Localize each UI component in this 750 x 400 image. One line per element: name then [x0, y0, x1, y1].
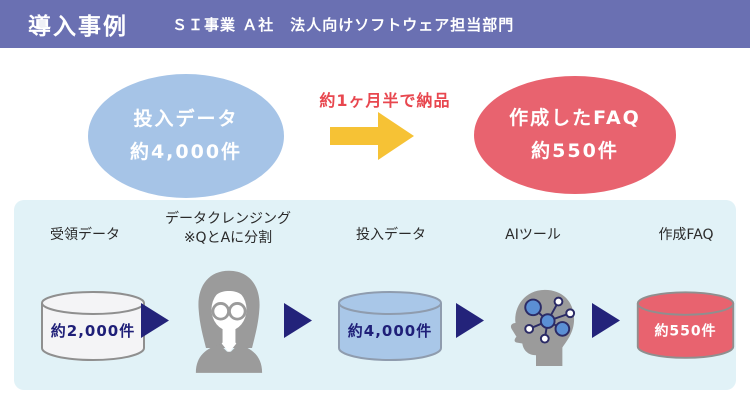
ai-head-icon	[510, 289, 576, 366]
step-label-input-data: 投入データ	[356, 227, 426, 243]
delivery-caption: 約1ヶ月半で納品	[319, 91, 451, 110]
process-panel: 受領データ データクレンジング ※QとAに分割 投入データ AIツール 作成FA…	[14, 200, 736, 390]
right-arrow-icon	[330, 112, 414, 160]
flow-arrow-icon	[592, 303, 620, 338]
database-cylinder-icon: 約550件	[636, 291, 735, 359]
input-data-count-cylinder: 約4,000件	[348, 322, 432, 340]
database-cylinder-icon: 約2,000件	[41, 291, 145, 361]
output-faq-label: 作成したFAQ	[509, 107, 641, 129]
input-data-ellipse: 投入データ 約4,000件	[88, 74, 284, 198]
flow-arrow-icon	[284, 303, 312, 338]
step-label-created-faq: 作成FAQ	[658, 227, 714, 243]
step-label-received-data: 受領データ	[50, 227, 120, 243]
step-label-ai-tool: AIツール	[505, 227, 561, 243]
created-faq-count: 約550件	[654, 322, 716, 339]
output-faq-ellipse: 作成したFAQ 約550件	[474, 76, 676, 194]
person-icon	[195, 270, 263, 373]
step-label-data-cleansing-line1: データクレンジング	[165, 211, 291, 227]
step-label-data-cleansing: データクレンジング ※QとAに分割	[165, 210, 291, 248]
input-data-label: 投入データ	[133, 108, 239, 130]
page-title: 導入事例	[28, 14, 128, 40]
input-data-count: 約4,000件	[129, 141, 243, 163]
header-subtitle: ＳＩ事業 Ａ社 法人向けソフトウェア担当部門	[172, 15, 515, 34]
step-label-data-cleansing-line2: ※QとAに分割	[183, 230, 273, 246]
flow-arrow-icon	[141, 303, 169, 338]
output-faq-count: 約550件	[531, 140, 619, 162]
database-cylinder-icon: 約4,000件	[338, 291, 442, 361]
received-data-count: 約2,000件	[51, 322, 135, 340]
header-bar: 導入事例 ＳＩ事業 Ａ社 法人向けソフトウェア担当部門	[0, 0, 750, 48]
flow-arrow-icon	[456, 303, 484, 338]
